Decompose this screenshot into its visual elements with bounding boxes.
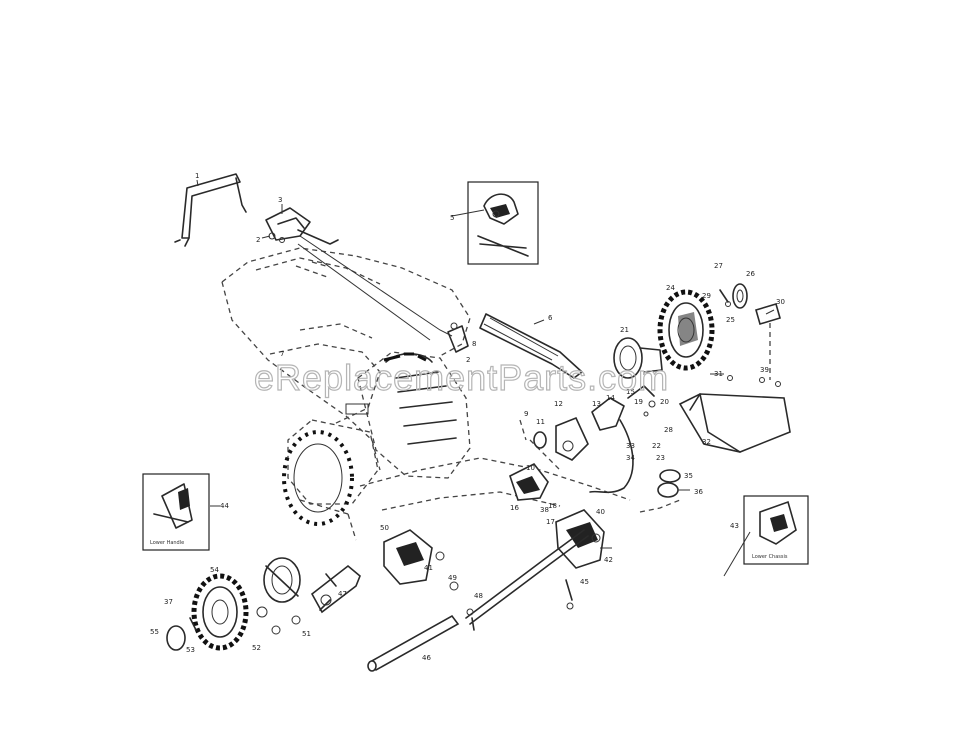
decal[interactable] [755,303,781,325]
callout-13: 13 [592,400,601,408]
transmission[interactable] [555,509,605,569]
callout-25: 25 [726,316,735,324]
callout-9: 9 [524,410,528,418]
callout-41: 41 [424,564,433,572]
callout-8: 8 [472,340,476,348]
callout-14: 14 [606,394,615,402]
hubcap-left[interactable] [166,617,197,651]
engine [345,351,471,479]
callout-31: 31 [714,370,723,378]
callout-12: 12 [554,400,563,408]
callout-55: 55 [150,628,159,636]
callout-11: 11 [536,418,545,426]
callout-7: 7 [280,350,284,358]
inset-left [142,473,210,551]
callout-21: 21 [620,326,629,334]
callout-22: 22 [652,442,661,450]
callout-52: 52 [252,644,261,652]
callout-17: 17 [546,518,555,526]
callout-5: 5 [450,214,454,222]
callout-49: 49 [448,574,457,582]
spring-pin[interactable] [565,579,574,610]
callout-3: 3 [278,196,282,204]
idler-bracket[interactable] [447,322,469,353]
callout-35: 35 [684,472,693,480]
bushings[interactable] [256,606,301,635]
callout-38: 38 [540,506,549,514]
rear-skirt[interactable] [678,375,791,453]
watermark-text: eReplacementParts.com [254,357,669,398]
callout-15: 15 [626,388,635,396]
bag-frame [287,419,379,505]
callout-1: 1 [195,172,199,180]
left-gear-housing[interactable] [383,529,445,585]
bolt[interactable] [719,289,731,307]
callout-39: 39 [760,366,769,374]
callout-44: 44 [220,502,229,510]
inset-right [743,495,809,565]
callout-2b: 2 [466,356,470,364]
callout-26: 26 [746,270,755,278]
callout-53: 53 [186,646,195,654]
callout-16: 16 [510,504,519,512]
callout-54: 54 [210,566,219,574]
drive-pulley[interactable] [613,337,663,379]
callout-50: 50 [380,524,389,532]
inset-top [467,181,539,265]
front-wheel-left[interactable] [191,573,249,651]
gearbox-cover[interactable] [533,416,589,461]
washer[interactable] [449,581,474,616]
callout-2: 2 [256,236,260,244]
inset-right-caption: Lower Chassis [752,554,788,560]
callout-labels: 1 3 2 2 6 5 9 7 8 10 11 12 13 14 15 16 1… [150,172,785,662]
callout-30: 30 [776,298,785,306]
callout-24: 24 [666,284,675,292]
front-axle[interactable] [465,529,589,631]
idler-pulley[interactable] [657,469,681,498]
leader-lines [196,179,775,577]
drive-belt[interactable] [479,313,583,379]
callout-42: 42 [604,556,613,564]
callout-37: 37 [164,598,173,606]
callout-48: 48 [474,592,483,600]
height-adjuster[interactable] [509,462,549,501]
left-linkage[interactable] [310,564,361,614]
left-pulley[interactable] [263,557,301,603]
callout-29: 29 [702,292,711,300]
callout-28: 28 [664,426,673,434]
callout-47: 47 [338,590,347,598]
inset-left-caption: Lower Handle [150,540,184,546]
callout-51: 51 [302,630,311,638]
upper-handle[interactable] [174,173,247,247]
callout-18: 18 [548,502,557,510]
callout-6: 6 [548,314,553,322]
rear-axle-rod[interactable] [367,614,460,672]
callout-45: 45 [580,578,589,586]
front-wheel-right[interactable] [657,289,715,371]
callout-32: 32 [702,438,711,446]
callout-34: 34 [626,454,635,462]
hubcap[interactable] [732,283,748,309]
callout-20: 20 [660,398,669,406]
callout-46: 46 [422,654,431,662]
callout-19: 19 [634,398,643,406]
callout-23: 23 [656,454,665,462]
callout-43: 43 [730,522,739,530]
handle-bracket[interactable] [265,207,339,245]
callout-36: 36 [694,488,703,496]
callout-40: 40 [596,508,605,516]
rear-wheel[interactable] [282,430,354,526]
callout-27: 27 [714,262,723,270]
callout-33: 33 [626,442,635,450]
chassis-outline [221,247,771,541]
callout-10: 10 [526,464,535,472]
drive-cable[interactable] [589,385,656,494]
